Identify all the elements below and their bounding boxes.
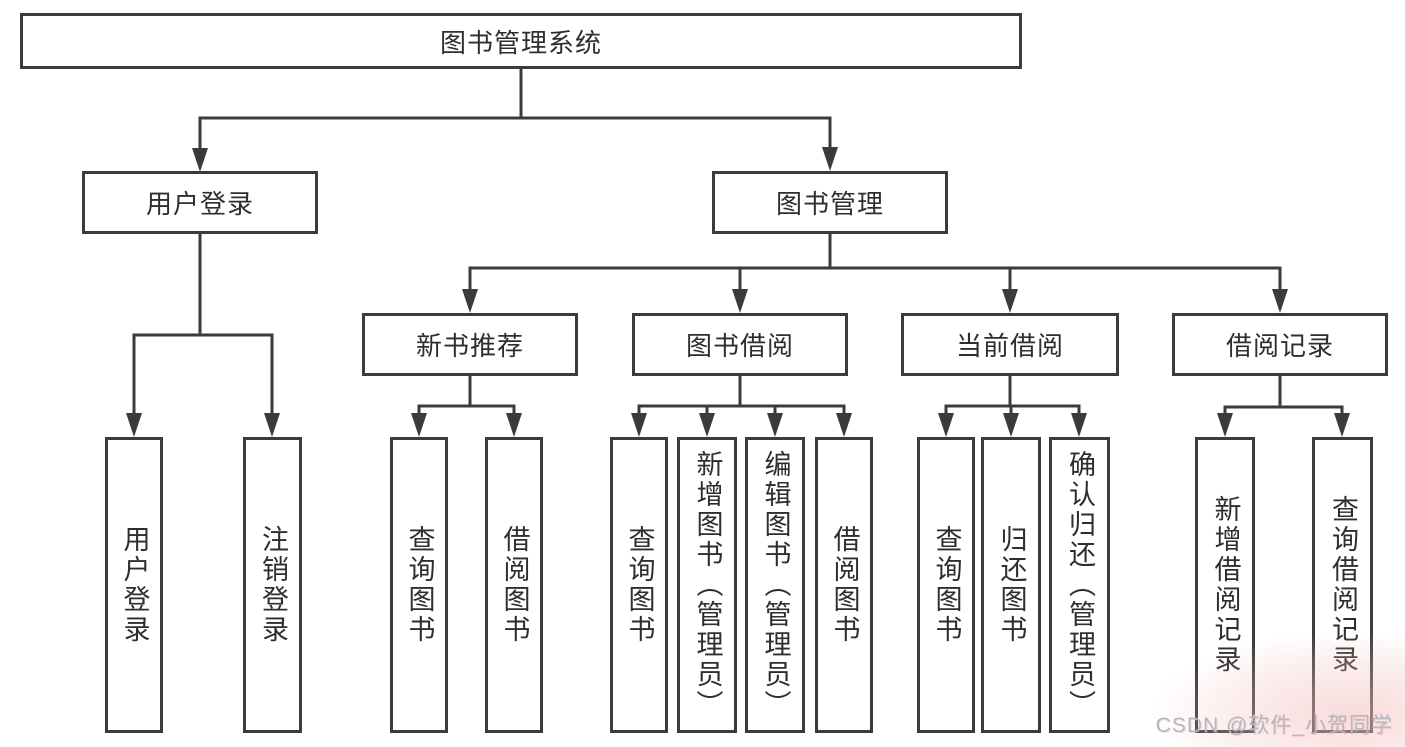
node-book-mgmt-label: 图书管理 <box>775 189 884 219</box>
csdn-watermark: CSDN @软件_小贺同学 <box>1155 714 1393 737</box>
leaf-logout: 注销登录 <box>243 437 302 733</box>
leaf-current-confirm-label: 确认归还（管理员） <box>1065 450 1095 720</box>
leaf-borrow-add: 新增图书（管理员） <box>677 437 737 733</box>
leaf-record-query: 查询借阅记录 <box>1312 437 1373 733</box>
leaf-borrow-query-label: 查询图书 <box>624 525 655 645</box>
node-new-books-label: 新书推荐 <box>415 331 524 361</box>
leaf-current-query-label: 查询图书 <box>931 525 962 645</box>
node-borrow-records-label: 借阅记录 <box>1225 331 1334 361</box>
leaf-borrow-edit: 编辑图书（管理员） <box>745 437 805 733</box>
leaf-newbooks-query: 查询图书 <box>390 437 448 733</box>
leaf-record-add-label: 新增借阅记录 <box>1210 495 1241 675</box>
leaf-borrow-query: 查询图书 <box>610 437 668 733</box>
leaf-newbooks-query-label: 查询图书 <box>404 525 435 645</box>
leaf-user-login: 用户登录 <box>105 437 163 733</box>
node-book-mgmt: 图书管理 <box>712 171 948 234</box>
leaf-borrow-edit-label: 编辑图书（管理员） <box>760 450 791 720</box>
node-borrow-records: 借阅记录 <box>1172 313 1388 376</box>
node-login-group-label: 用户登录 <box>145 189 254 219</box>
node-root: 图书管理系统 <box>20 13 1022 69</box>
leaf-borrow-add-label: 新增图书（管理员） <box>692 450 723 720</box>
node-current-borrow-label: 当前借阅 <box>955 331 1064 361</box>
arrowheads <box>126 147 1350 437</box>
node-login-group: 用户登录 <box>82 171 318 234</box>
leaf-newbooks-borrow-label: 借阅图书 <box>499 525 530 645</box>
leaf-borrow-borrow: 借阅图书 <box>815 437 873 733</box>
leaf-newbooks-borrow: 借阅图书 <box>485 437 543 733</box>
leaf-current-return: 归还图书 <box>981 437 1041 733</box>
leaf-record-query-label: 查询借阅记录 <box>1328 495 1358 675</box>
leaf-user-login-label: 用户登录 <box>119 525 150 645</box>
leaf-record-add: 新增借阅记录 <box>1195 437 1255 733</box>
leaf-current-confirm: 确认归还（管理员） <box>1049 437 1110 733</box>
node-book-borrow: 图书借阅 <box>632 313 848 376</box>
node-root-label: 图书管理系统 <box>439 27 602 58</box>
leaf-current-query: 查询图书 <box>917 437 975 733</box>
leaf-current-return-label: 归还图书 <box>996 525 1027 645</box>
node-new-books: 新书推荐 <box>362 313 578 376</box>
node-current-borrow: 当前借阅 <box>901 313 1119 376</box>
node-book-borrow-label: 图书借阅 <box>685 331 794 361</box>
leaf-borrow-borrow-label: 借阅图书 <box>829 525 860 645</box>
leaf-logout-label: 注销登录 <box>258 525 288 645</box>
